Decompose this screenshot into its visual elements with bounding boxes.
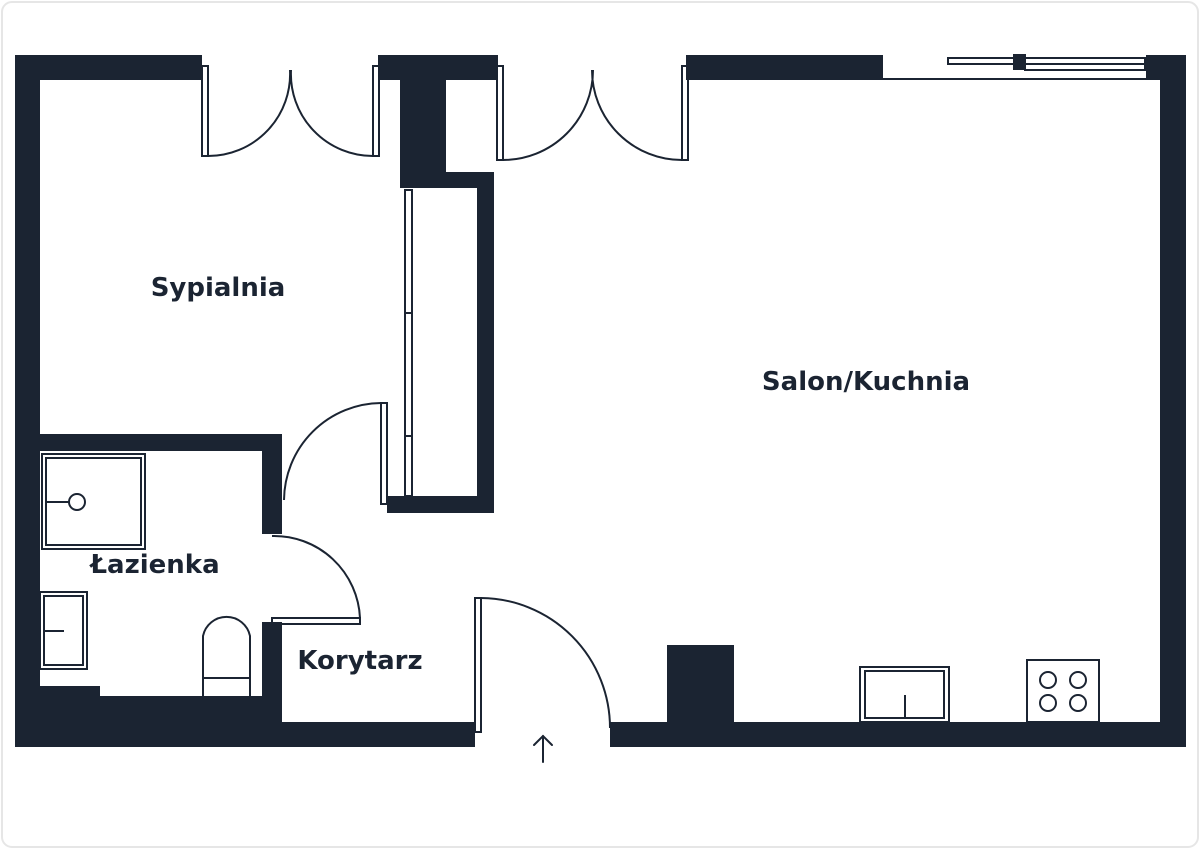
walls bbox=[15, 55, 1186, 747]
kitchen-column bbox=[667, 645, 734, 725]
shower-icon bbox=[41, 453, 146, 550]
window-sliding bbox=[883, 54, 1146, 80]
wardrobe bbox=[404, 189, 413, 497]
window-bedroom bbox=[201, 65, 380, 158]
wall-top-1 bbox=[15, 55, 202, 80]
wall-bottom-right bbox=[610, 722, 1186, 747]
wall-top-3 bbox=[686, 55, 883, 80]
wall-bottom-left bbox=[15, 722, 475, 747]
wall-bathroom-bottom bbox=[40, 686, 100, 722]
room-label-bedroom: Sypialnia bbox=[151, 273, 286, 303]
room-label-bathroom: Łazienka bbox=[88, 550, 219, 580]
kitchen-sink-icon bbox=[859, 666, 950, 723]
wall-wardrobe-bottom bbox=[387, 496, 494, 513]
toilet-icon bbox=[202, 615, 251, 696]
wall-wardrobe-top bbox=[400, 172, 493, 188]
wall-bathroom-bottom-2 bbox=[100, 696, 280, 722]
room-label-living-kitchen: Salon/Kuchnia bbox=[762, 367, 970, 397]
wall-bathroom-right-lower bbox=[262, 622, 282, 722]
wall-bathroom-top bbox=[40, 434, 282, 451]
room-label-corridor: Korytarz bbox=[297, 646, 422, 676]
wall-wardrobe-right bbox=[477, 172, 494, 513]
wall-bathroom-right-upper bbox=[262, 434, 282, 534]
entrance-arrow-icon bbox=[533, 734, 553, 763]
window-living bbox=[496, 65, 689, 161]
sink-icon bbox=[39, 591, 88, 670]
door-bedroom bbox=[283, 402, 388, 505]
door-entrance bbox=[474, 597, 611, 733]
wall-right bbox=[1160, 55, 1186, 747]
wall-left bbox=[15, 55, 40, 747]
wall-pillar bbox=[400, 55, 446, 188]
door-bathroom bbox=[271, 534, 361, 625]
cooktop-icon bbox=[1026, 659, 1100, 723]
